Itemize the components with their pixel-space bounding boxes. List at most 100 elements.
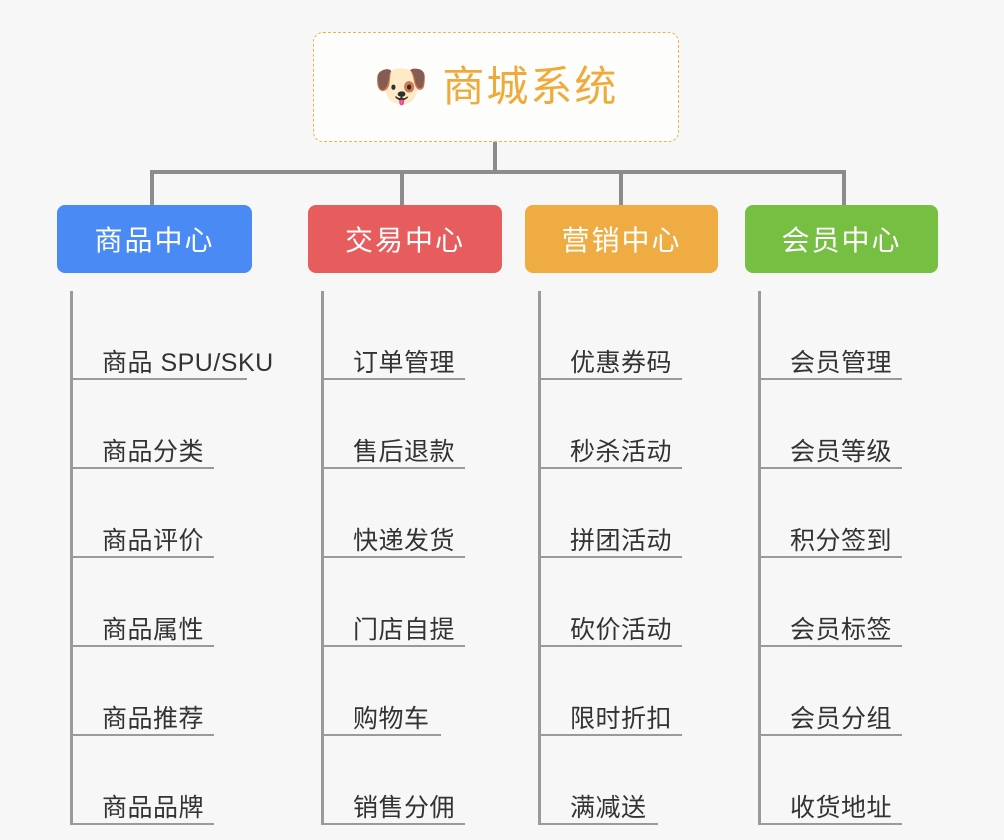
category-column-member-center: 会员中心 会员管理 会员等级 积分签到 会员标签 会员分组 <box>745 205 938 825</box>
category-column-trade-center: 交易中心 订单管理 售后退款 快递发货 门店自提 购物车 <box>308 205 502 825</box>
column-spine <box>321 291 324 825</box>
leaf-underline <box>72 645 214 647</box>
leaf-label: 会员管理 <box>790 349 893 377</box>
leaf-underline <box>760 467 902 469</box>
leaf-label: 订单管理 <box>353 349 456 377</box>
leaf-label: 商品分类 <box>102 438 205 466</box>
category-box-product-center[interactable]: 商品中心 <box>57 205 252 273</box>
list-item[interactable]: 商品分类 <box>72 380 252 469</box>
category-label: 营销中心 <box>561 225 682 256</box>
leaf-underline <box>540 734 682 736</box>
list-item[interactable]: 秒杀活动 <box>540 380 718 469</box>
list-item[interactable]: 会员分组 <box>760 647 938 736</box>
leaf-underline <box>760 823 902 825</box>
drop-connector-1 <box>150 170 154 207</box>
drop-connector-4 <box>842 170 846 207</box>
leaf-list-marketing-center: 优惠券码 秒杀活动 拼团活动 砍价活动 限时折扣 满减送 <box>525 291 718 825</box>
list-item[interactable]: 快递发货 <box>323 469 502 558</box>
column-spine <box>758 291 761 825</box>
leaf-label: 会员标签 <box>790 616 893 644</box>
list-item[interactable]: 商品推荐 <box>72 647 252 736</box>
leaf-underline <box>323 734 441 736</box>
leaf-underline <box>72 378 247 380</box>
leaf-underline <box>323 467 465 469</box>
category-column-marketing-center: 营销中心 优惠券码 秒杀活动 拼团活动 砍价活动 限时折扣 <box>525 205 718 825</box>
leaf-underline <box>72 823 214 825</box>
category-label: 会员中心 <box>781 225 902 256</box>
leaf-underline <box>540 823 658 825</box>
list-item[interactable]: 商品 SPU/SKU <box>72 291 273 380</box>
leaf-label: 会员等级 <box>790 438 893 466</box>
list-item[interactable]: 拼团活动 <box>540 469 718 558</box>
leaf-underline <box>540 467 682 469</box>
leaf-label: 限时折扣 <box>570 705 673 733</box>
column-spine <box>538 291 541 825</box>
category-column-product-center: 商品中心 商品 SPU/SKU 商品分类 商品评价 商品属性 商品推荐 <box>57 205 273 825</box>
leaf-underline <box>72 734 214 736</box>
leaf-label: 会员分组 <box>790 705 893 733</box>
list-item[interactable]: 会员标签 <box>760 558 938 647</box>
list-item[interactable]: 收货地址 <box>760 736 938 825</box>
leaf-label: 满减送 <box>570 794 647 822</box>
leaf-underline <box>540 556 682 558</box>
list-item[interactable]: 商品评价 <box>72 469 252 558</box>
dog-face-icon: 🐶 <box>373 62 429 111</box>
list-item[interactable]: 商品品牌 <box>72 736 252 825</box>
leaf-label: 售后退款 <box>353 438 456 466</box>
leaf-label: 砍价活动 <box>570 616 673 644</box>
leaf-label: 商品 SPU/SKU <box>102 349 274 377</box>
leaf-list-member-center: 会员管理 会员等级 积分签到 会员标签 会员分组 收货地址 <box>745 291 938 825</box>
horizontal-bus-connector <box>150 170 846 174</box>
list-item[interactable]: 会员管理 <box>760 291 938 380</box>
leaf-label: 收货地址 <box>790 794 893 822</box>
leaf-label: 快递发货 <box>353 527 456 555</box>
category-box-trade-center[interactable]: 交易中心 <box>308 205 502 273</box>
list-item[interactable]: 销售分佣 <box>323 736 502 825</box>
leaf-label: 商品属性 <box>102 616 205 644</box>
leaf-underline <box>323 556 465 558</box>
leaf-underline <box>760 378 902 380</box>
leaf-underline <box>323 823 465 825</box>
leaf-label: 优惠券码 <box>570 349 673 377</box>
root-stem-connector <box>493 142 497 173</box>
list-item[interactable]: 满减送 <box>540 736 718 825</box>
drop-connector-2 <box>400 170 404 207</box>
root-node-title: 商城系统 <box>442 63 619 110</box>
leaf-list-trade-center: 订单管理 售后退款 快递发货 门店自提 购物车 销售分佣 <box>308 291 502 825</box>
leaf-label: 商品评价 <box>102 527 205 555</box>
leaf-label: 购物车 <box>353 705 430 733</box>
leaf-underline <box>72 556 214 558</box>
leaf-underline <box>760 645 902 647</box>
list-item[interactable]: 砍价活动 <box>540 558 718 647</box>
leaf-underline <box>760 734 902 736</box>
leaf-label: 商品品牌 <box>102 794 205 822</box>
leaf-list-product-center: 商品 SPU/SKU 商品分类 商品评价 商品属性 商品推荐 商品品牌 <box>57 291 273 825</box>
leaf-label: 门店自提 <box>353 616 456 644</box>
list-item[interactable]: 限时折扣 <box>540 647 718 736</box>
leaf-underline <box>323 378 465 380</box>
leaf-label: 拼团活动 <box>570 527 673 555</box>
leaf-underline <box>760 556 902 558</box>
category-label: 交易中心 <box>344 225 465 256</box>
list-item[interactable]: 优惠券码 <box>540 291 718 380</box>
list-item[interactable]: 会员等级 <box>760 380 938 469</box>
leaf-underline <box>72 467 214 469</box>
leaf-underline <box>540 378 682 380</box>
drop-connector-3 <box>619 170 623 207</box>
leaf-underline <box>323 645 465 647</box>
category-box-member-center[interactable]: 会员中心 <box>745 205 938 273</box>
list-item[interactable]: 门店自提 <box>323 558 502 647</box>
leaf-label: 销售分佣 <box>353 794 456 822</box>
list-item[interactable]: 购物车 <box>323 647 502 736</box>
category-label: 商品中心 <box>94 225 215 256</box>
leaf-label: 秒杀活动 <box>570 438 673 466</box>
list-item[interactable]: 订单管理 <box>323 291 502 380</box>
root-node-shop-system[interactable]: 🐶 商城系统 <box>313 32 679 142</box>
list-item[interactable]: 积分签到 <box>760 469 938 558</box>
list-item[interactable]: 售后退款 <box>323 380 502 469</box>
leaf-label: 积分签到 <box>790 527 893 555</box>
leaf-underline <box>540 645 682 647</box>
list-item[interactable]: 商品属性 <box>72 558 252 647</box>
category-box-marketing-center[interactable]: 营销中心 <box>525 205 718 273</box>
